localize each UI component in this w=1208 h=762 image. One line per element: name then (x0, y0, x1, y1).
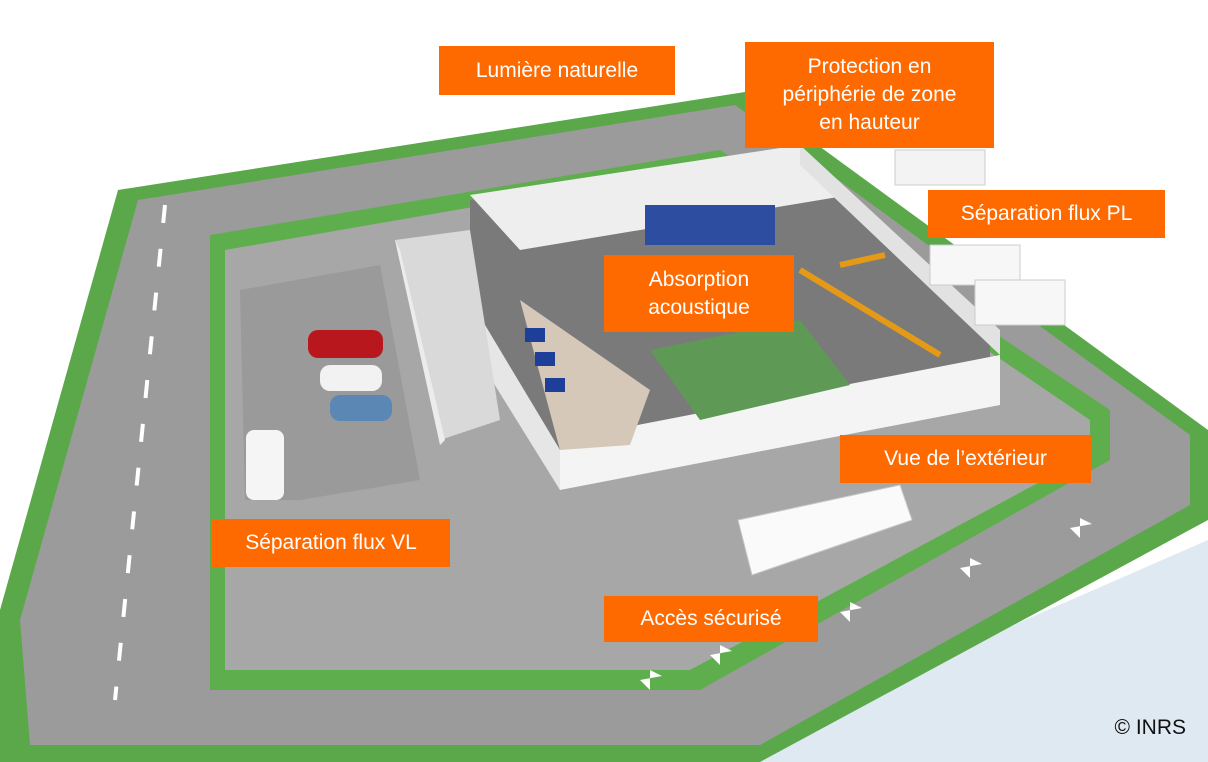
callout-absorption-acoustique-label: Absorption acoustique (648, 267, 750, 319)
callout-absorption-acoustique: Absorption acoustique (604, 255, 794, 332)
truck-icon (737, 149, 1066, 576)
callout-protection-peripherie-label: Protection en périphérie de zone en haut… (782, 55, 957, 134)
callout-separation-flux-pl-label: Séparation flux PL (960, 202, 1133, 225)
callout-separation-flux-pl: Séparation flux PL (928, 190, 1165, 238)
callout-acces-securise: Accès sécurisé (604, 596, 818, 642)
callout-acces-securise-label: Accès sécurisé (640, 607, 782, 630)
callout-protection-peripherie: Protection en périphérie de zone en haut… (745, 42, 994, 148)
callout-vue-exterieur: Vue de l’extérieur (840, 435, 1091, 483)
callout-separation-flux-vl-label: Séparation flux VL (245, 531, 417, 554)
solar-panel-icon (525, 328, 565, 392)
shelving-icon (645, 205, 775, 245)
callout-vue-exterieur-label: Vue de l’extérieur (884, 447, 1047, 470)
crane-icon (798, 252, 942, 358)
callout-lumiere-naturelle: Lumière naturelle (439, 46, 675, 95)
callout-separation-flux-vl: Séparation flux VL (212, 519, 450, 567)
car-icon (246, 330, 392, 500)
copyright-notice: © INRS (1114, 716, 1186, 739)
road-arrow-icon (640, 518, 1092, 690)
callout-lumiere-naturelle-label: Lumière naturelle (475, 58, 639, 82)
